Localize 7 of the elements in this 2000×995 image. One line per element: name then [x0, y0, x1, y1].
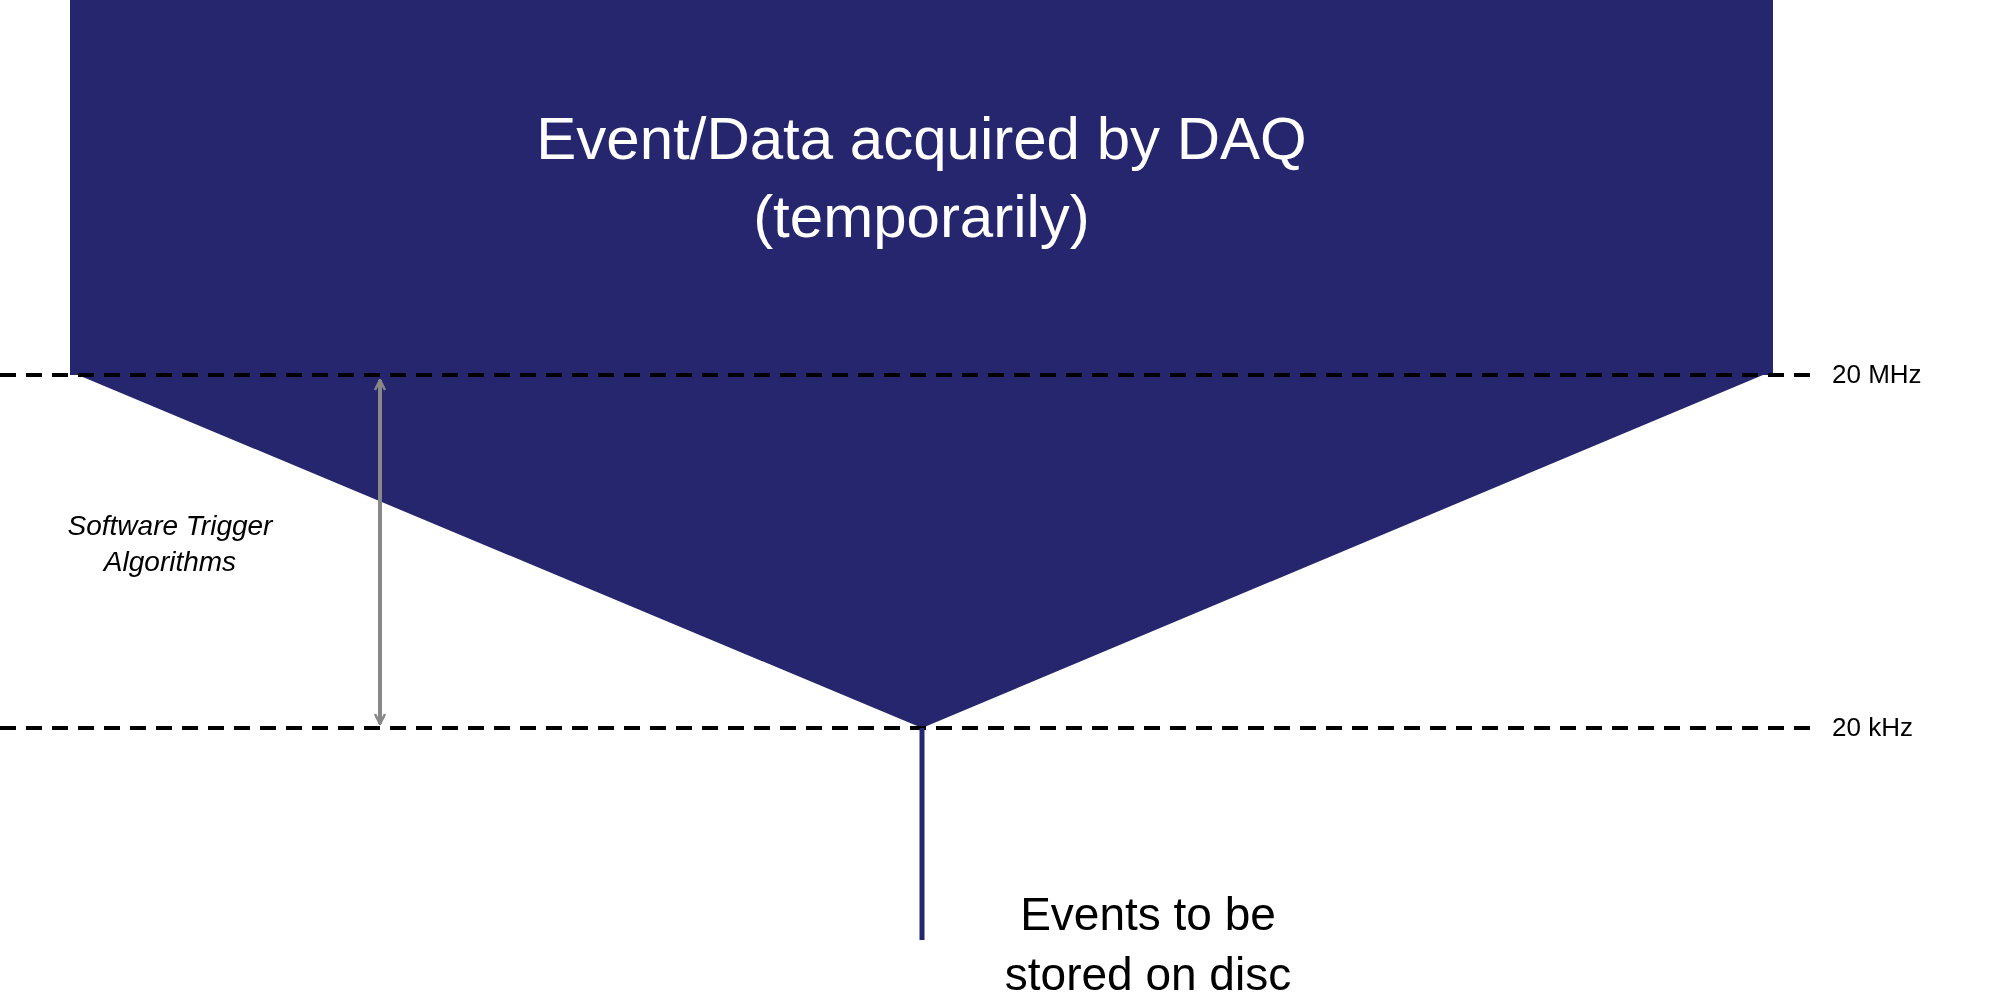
rate-label: 20 MHz — [1832, 358, 1923, 391]
funnel-title: Event/Data acquired by DAQ (temporarily) — [535, 104, 1308, 252]
output-label: Events to be stored on disc — [1003, 887, 1293, 995]
rate-label: 20 kHz — [1832, 711, 1914, 744]
funnel-shape — [70, 0, 1773, 728]
trigger-annotation: Software Trigger Algorithms — [66, 509, 275, 580]
connector-line — [919, 728, 925, 940]
